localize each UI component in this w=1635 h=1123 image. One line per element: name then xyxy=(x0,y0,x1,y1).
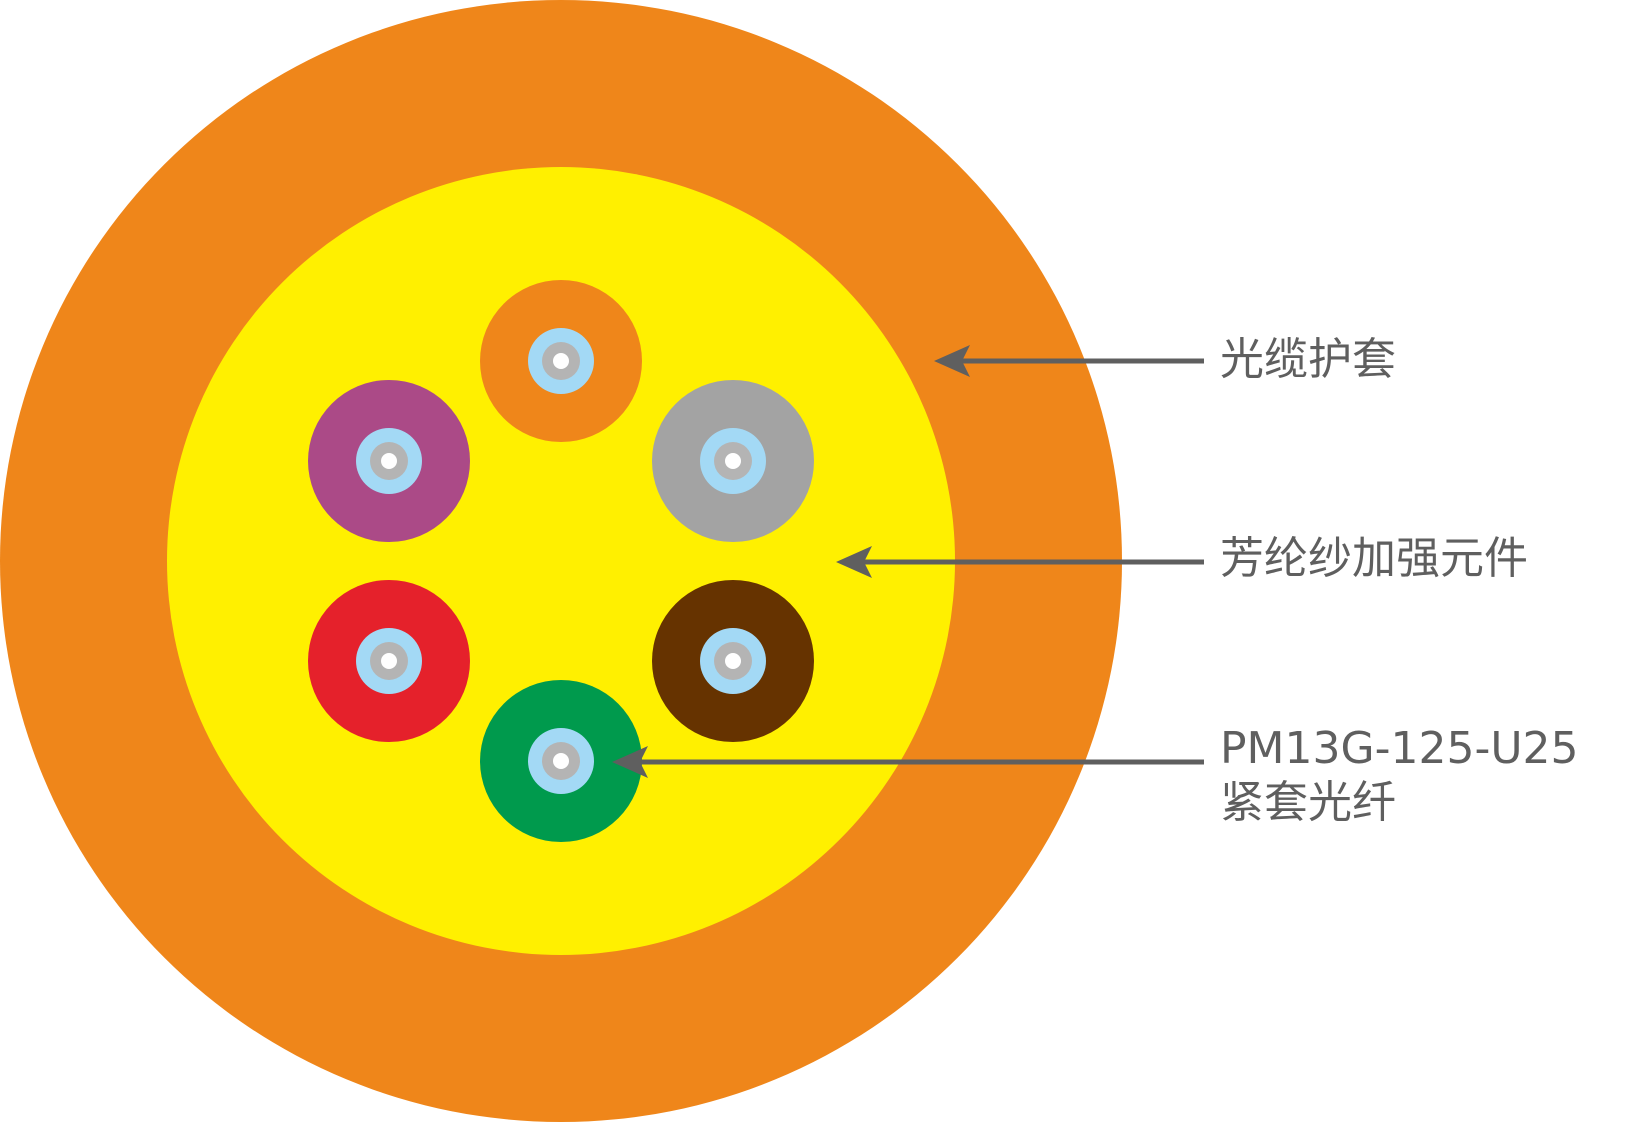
fiber-orange xyxy=(480,280,642,442)
label-tight-buffered-fiber: PM13G-125-U25 紧套光纤 xyxy=(1220,722,1579,830)
fiber-green xyxy=(480,680,642,842)
fiber-core xyxy=(553,353,569,369)
fiber-core xyxy=(553,753,569,769)
jacket-arrow-head xyxy=(934,345,970,377)
aramid-yarn-layer xyxy=(167,167,955,955)
tight-buffered-fibers xyxy=(308,280,814,842)
fiber-core xyxy=(725,653,741,669)
fiber-red xyxy=(308,580,470,742)
fiber-core xyxy=(381,453,397,469)
fiber-arrow-head xyxy=(612,746,648,778)
fiber-gray xyxy=(652,380,814,542)
label-aramid-strength-member: 芳纶纱加强元件 xyxy=(1220,533,1528,584)
label-cable-jacket: 光缆护套 xyxy=(1220,334,1396,385)
fiber-core xyxy=(725,453,741,469)
fiber-purple xyxy=(308,380,470,542)
callout-arrows xyxy=(612,345,1204,778)
aramid-arrow-head xyxy=(836,546,872,578)
fiber-core xyxy=(381,653,397,669)
label-fiber-type: 紧套光纤 xyxy=(1220,777,1396,828)
fiber-brown xyxy=(652,580,814,742)
label-fiber-model: PM13G-125-U25 xyxy=(1220,723,1579,774)
